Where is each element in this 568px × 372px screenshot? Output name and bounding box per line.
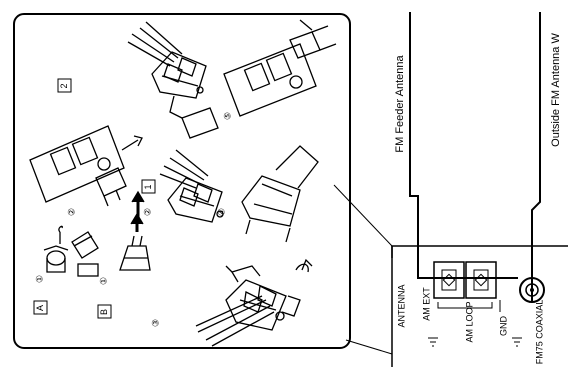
- callout-line-upper: [334, 185, 392, 246]
- svg-text:2: 2: [59, 83, 69, 88]
- callout-line-lower: [346, 340, 392, 354]
- ground-symbol-icon: [428, 338, 522, 346]
- step-2b-number: ②: [142, 208, 152, 216]
- illustration-5-plug: [224, 20, 336, 116]
- illustration-box2-terminal: [128, 22, 218, 138]
- am-loop-terminal: [466, 262, 496, 298]
- illustration-a2-plug: [30, 126, 142, 206]
- fm-feeder-antenna-label: FM Feeder Antenna: [394, 55, 406, 153]
- am-ext-label: AM EXT: [421, 287, 431, 321]
- step-5-number: ⑤: [222, 112, 232, 120]
- illustration-a1-lever: [44, 226, 98, 276]
- illustration-4-terminal: [242, 146, 318, 242]
- gnd-label: GND: [498, 316, 508, 337]
- box-1-marker: 1: [142, 180, 155, 193]
- outside-fm-cable: [532, 12, 540, 302]
- fm-feeder-cable: [410, 12, 518, 278]
- antenna-title: ANTENNA: [396, 284, 406, 327]
- section-b-label: B: [99, 309, 109, 315]
- step-1b-number: ①: [98, 277, 108, 285]
- step-2a-number: ②: [66, 208, 76, 216]
- instruction-panel-border: [14, 14, 350, 348]
- step-1a-number: ①: [34, 275, 44, 283]
- fm75-coaxial-label: FM75 COAXIAL: [534, 300, 544, 365]
- illustration-b3-wires: [196, 260, 312, 346]
- box-2-marker: 2: [58, 79, 71, 92]
- outside-fm-antenna-label: Outside FM Antenna W: [550, 33, 562, 147]
- am-ext-terminal: [434, 262, 464, 298]
- section-a-label: A: [35, 305, 45, 311]
- illustration-b1-press: [120, 214, 150, 270]
- svg-text:1: 1: [143, 184, 153, 189]
- am-loop-label: AM LOOP: [464, 301, 474, 342]
- section-a-marker: A: [34, 301, 47, 314]
- step-3-number: ③: [150, 319, 160, 327]
- section-b-marker: B: [98, 305, 111, 318]
